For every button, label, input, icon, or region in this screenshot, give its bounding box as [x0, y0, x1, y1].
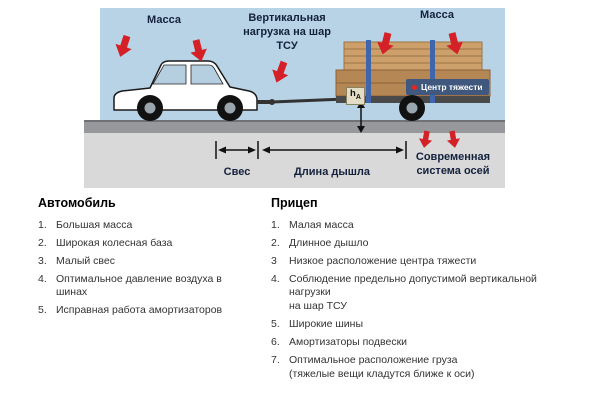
list-item: 4.Соблюдение предельно допустимой вертик… [271, 272, 537, 313]
label-mass-car: Масса [147, 14, 181, 26]
cargo-strap-left [366, 40, 371, 103]
trailer-list-title: Прицеп [271, 196, 318, 210]
list-item: 3.Малый свес [38, 254, 115, 267]
car-advice-column: Автомобиль 1.Большая масса 2.Широкая кол… [38, 196, 253, 386]
label-mass-trailer: Масса [420, 9, 454, 21]
car-illustration [113, 60, 275, 121]
car-list-title: Автомобиль [38, 196, 116, 210]
road-edge [84, 120, 505, 122]
ground-area [84, 133, 505, 188]
list-item: 2.Широкая колесная база [38, 236, 173, 249]
trailer-drawbar [271, 97, 346, 104]
height-symbol: h [350, 88, 356, 99]
road-surface [84, 120, 505, 133]
tow-hitch [257, 100, 270, 104]
towing-diagram-art [84, 8, 505, 188]
advice-lists: Автомобиль 1.Большая масса 2.Широкая кол… [38, 196, 573, 386]
dimension-arrowheads [218, 146, 404, 154]
cargo-strap-right [430, 40, 435, 103]
center-of-gravity-dot [412, 84, 417, 90]
list-item: 5.Исправная работа амортизаторов [38, 304, 223, 317]
height-label: hA [346, 87, 365, 105]
list-item: 6.Амортизаторы подвески [271, 336, 408, 349]
center-of-gravity-badge: Центр тяжести [406, 79, 489, 95]
list-item: 2.Длинное дышло [271, 236, 369, 249]
list-item: 1.Малая масса [271, 219, 354, 231]
list-item: 4.Оптимальное давление воздуха в шинах [38, 272, 222, 299]
list-item: 5.Широкие шины [271, 318, 364, 331]
towing-diagram: Масса Вертикальная нагрузка на шар ТСУ М… [0, 0, 600, 195]
label-vertical-load: Вертикальная нагрузка на шар ТСУ [243, 12, 331, 52]
center-of-gravity-label: Центр тяжести [421, 82, 483, 92]
label-overhang: Свес [223, 166, 251, 178]
dimension-lines [215, 141, 407, 159]
label-drawbar-length: Длина дышла [293, 166, 371, 178]
list-item: 7.Оптимальное расположение груза (тяжелы… [271, 353, 475, 380]
list-item: 1.Большая масса [38, 219, 133, 231]
height-subscript: A [355, 93, 361, 101]
label-axle-system: Современная система осей [415, 151, 491, 177]
